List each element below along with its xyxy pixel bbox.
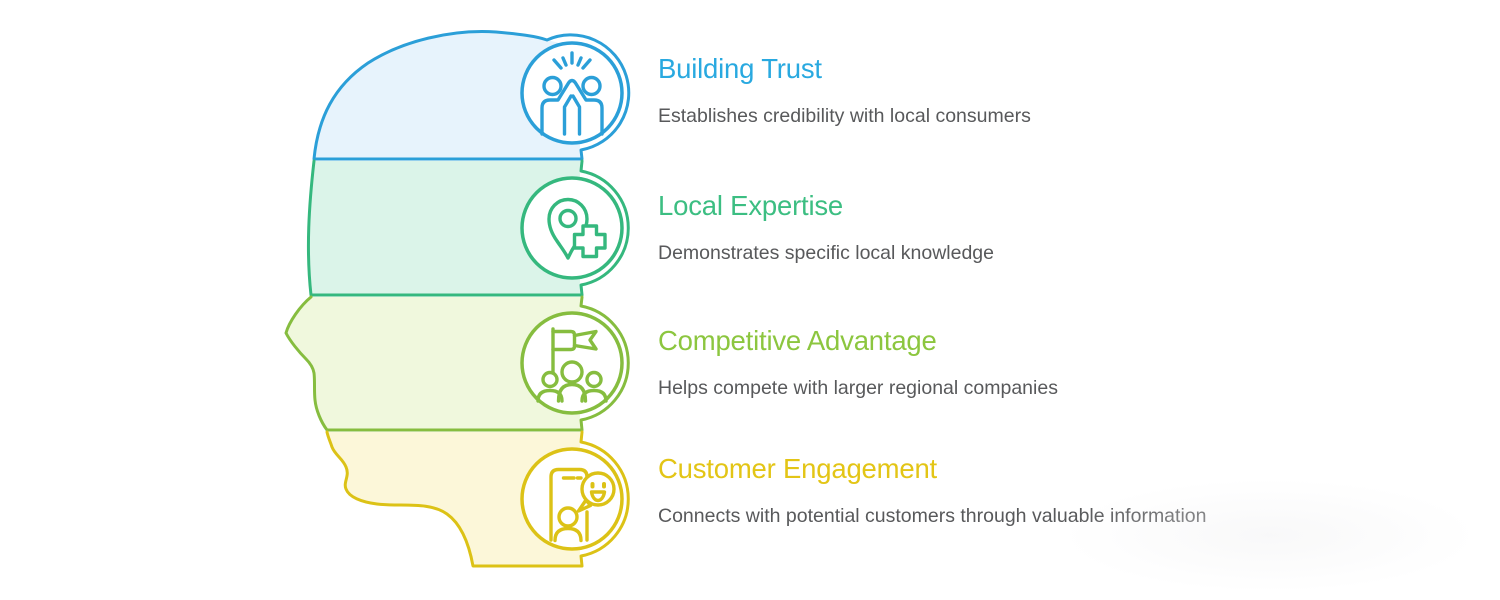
map-pin	[547, 197, 589, 260]
band-fill	[314, 31, 580, 159]
icon-circle	[520, 41, 624, 145]
benefit-description: Demonstrates specific local knowledge	[658, 242, 994, 264]
person-shoulders	[553, 526, 583, 543]
flag-team-icon	[536, 327, 608, 403]
band-fill	[286, 297, 580, 430]
head-band-customer-engagement	[325, 430, 630, 568]
band-outline	[306, 159, 630, 297]
right-shoulders	[580, 388, 608, 403]
benefit-description: Establishes credibility with local consu…	[658, 105, 1031, 127]
location-pin-plus-icon	[547, 197, 607, 260]
smiley-eyes	[590, 482, 606, 489]
phone-chat-icon	[549, 467, 616, 543]
benefit-row-local-expertise: Local Expertise Demonstrates specific lo…	[658, 190, 1218, 267]
inner-arms	[562, 94, 582, 136]
benefit-description: Connects with potential customers throug…	[658, 505, 1207, 527]
smiley-mouth	[589, 490, 607, 503]
speech-bubble	[580, 471, 616, 507]
benefit-row-customer-engagement: Customer Engagement Connects with potent…	[658, 453, 1218, 530]
burst-rays	[552, 51, 592, 70]
flag-rect	[551, 329, 577, 352]
left-shoulders	[536, 388, 564, 403]
benefit-title: Local Expertise	[658, 190, 844, 221]
benefit-title: Competitive Advantage	[658, 325, 937, 356]
benefit-title: Customer Engagement	[658, 453, 937, 484]
head-band-competitive-advantage	[284, 295, 630, 432]
high-five-icon	[540, 51, 604, 136]
band-fill	[327, 432, 580, 566]
phone-body	[549, 467, 589, 542]
band-outline	[325, 430, 630, 568]
band-outline	[284, 295, 630, 432]
plus-cross	[572, 224, 607, 259]
benefit-row-building-trust: Building Trust Establishes credibility w…	[658, 53, 1218, 130]
head-band-local-expertise	[306, 159, 630, 297]
band-outline	[312, 30, 631, 161]
bodies	[540, 78, 604, 136]
band-fill	[308, 161, 580, 295]
flag-pennant	[572, 329, 598, 351]
benefit-row-competitive-advantage: Competitive Advantage Helps compete with…	[658, 325, 1218, 402]
benefit-description: Helps compete with larger regional compa…	[658, 377, 1058, 399]
benefit-title: Building Trust	[658, 53, 822, 84]
head-band-building-trust	[312, 30, 631, 161]
